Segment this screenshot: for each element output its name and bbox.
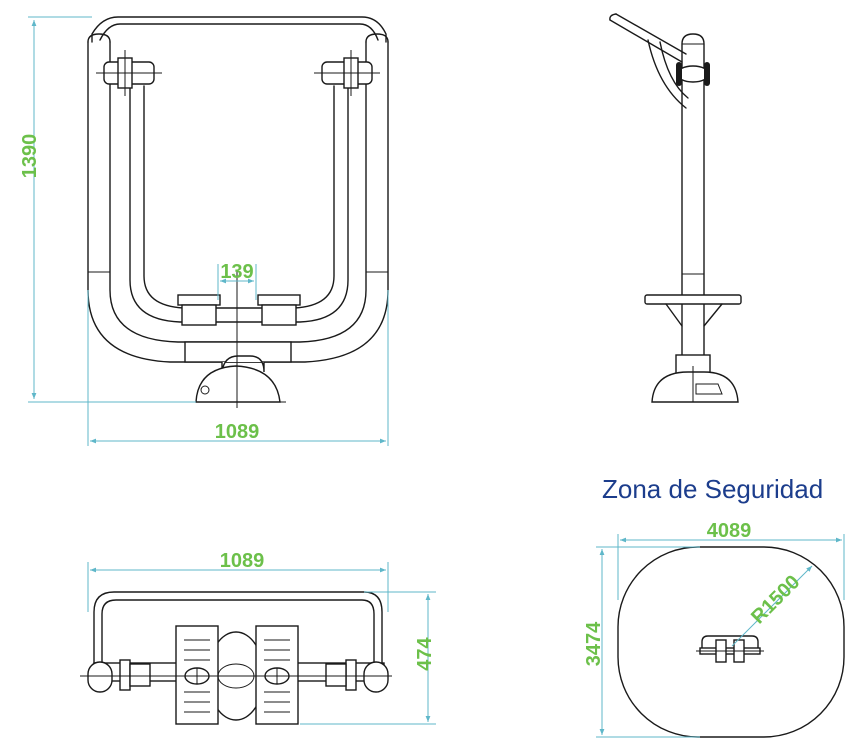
- top-depth-dimension: 474: [300, 591, 436, 725]
- front-width-label: 1089: [215, 421, 260, 443]
- safety-depth-dimension: 3474: [583, 546, 700, 738]
- front-view: [87, 16, 389, 408]
- front-height-label: 1390: [19, 134, 41, 179]
- pedal-gap-label: 139: [220, 261, 253, 283]
- top-width-dimension: 1089: [87, 550, 389, 612]
- safety-zone: R1500: [617, 546, 845, 738]
- pedal-gap-dimension: 139: [217, 261, 257, 300]
- safety-depth-label: 3474: [583, 621, 605, 666]
- safety-radius-label: R1500: [747, 571, 804, 628]
- front-width-dimension: 1089: [87, 290, 389, 446]
- safety-width-label: 4089: [707, 520, 752, 542]
- top-depth-label: 474: [414, 636, 436, 670]
- top-view: [80, 591, 392, 725]
- top-width-label: 1089: [220, 550, 265, 572]
- safety-zone-title: Zona de Seguridad: [602, 474, 823, 504]
- safety-width-dimension: 4089: [617, 520, 845, 600]
- front-height-dimension: 1390: [19, 16, 196, 403]
- side-view: [609, 13, 742, 403]
